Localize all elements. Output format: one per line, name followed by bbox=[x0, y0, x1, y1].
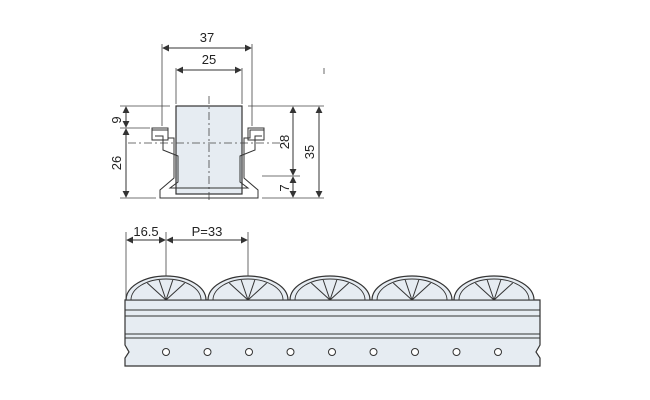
mounting-hole bbox=[369, 348, 378, 356]
dim-pitch: P=33 bbox=[192, 224, 223, 239]
dim-overall-height: 35 bbox=[302, 145, 317, 159]
side-view: 16.5 P=33 bbox=[124, 224, 541, 367]
mounting-hole bbox=[245, 348, 253, 356]
mounting-hole bbox=[286, 348, 295, 356]
dim-body-height: 26 bbox=[109, 156, 124, 170]
mounting-holes bbox=[162, 348, 502, 356]
mounting-hole bbox=[203, 348, 212, 356]
dim-base-offset: 7 bbox=[277, 184, 292, 191]
cross-section-view: 37 25 9 26 28 7 35 bbox=[109, 30, 325, 200]
channel-inner bbox=[155, 135, 262, 189]
mounting-hole bbox=[162, 348, 170, 356]
mounting-hole bbox=[328, 348, 336, 356]
roller-wheel bbox=[453, 275, 535, 301]
rollers bbox=[125, 275, 535, 301]
dim-overall-width: 37 bbox=[200, 30, 214, 45]
dim-roller-width: 25 bbox=[202, 52, 216, 67]
mounting-hole bbox=[494, 348, 502, 356]
mounting-hole bbox=[452, 348, 461, 356]
dim-first-offset: 16.5 bbox=[133, 224, 158, 239]
mounting-hole bbox=[411, 348, 419, 356]
channel-profile bbox=[152, 129, 264, 199]
left-flange bbox=[151, 127, 169, 141]
roller-wheel bbox=[207, 275, 289, 301]
dim-roller-height: 28 bbox=[277, 135, 292, 149]
roller-wheel bbox=[125, 275, 207, 301]
roller-wheel bbox=[371, 275, 453, 301]
dim-flange-height: 9 bbox=[109, 116, 124, 123]
right-flange bbox=[247, 127, 265, 141]
roller-wheel bbox=[289, 275, 371, 301]
